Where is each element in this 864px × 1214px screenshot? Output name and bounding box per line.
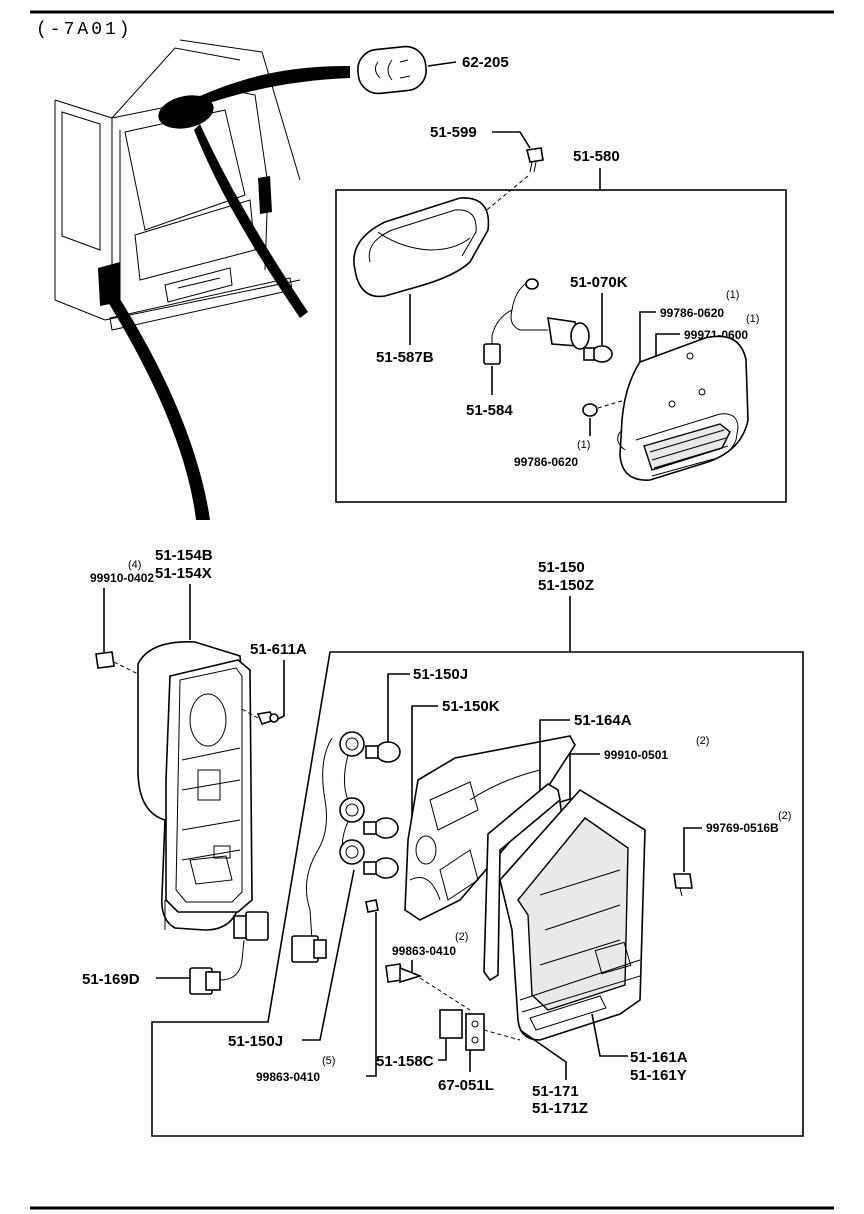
dash-mid-screw <box>419 977 471 1011</box>
lens-cover-51-587B <box>353 197 490 298</box>
label-51-599: 51-599 <box>430 124 477 141</box>
label-51-580: 51-580 <box>573 148 620 165</box>
leader-99863-0410-bottom <box>366 912 377 1077</box>
qty-99786-0620-top: (1) <box>726 289 739 301</box>
clip-99910-0402 <box>95 651 115 669</box>
leader-51-150J-top <box>387 673 410 745</box>
label-67-051L: 67-051L <box>438 1077 494 1094</box>
qty-99769-0516B: (2) <box>778 810 791 822</box>
leader-51-150K <box>411 705 438 816</box>
leader-99971-0600 <box>655 333 680 360</box>
leader-51-150J-bottom <box>302 869 355 1041</box>
qty-99786-0620-bottom: (1) <box>577 439 590 451</box>
leader-51-158C <box>438 1038 447 1061</box>
screw-99769-0516B <box>673 873 693 897</box>
bulb-51-070K <box>583 345 613 363</box>
label-99910-0402: 99910-0402 <box>90 571 154 585</box>
leader-51-611A <box>275 660 285 721</box>
label-99863-0410-mid: 99863-0410 <box>392 944 456 958</box>
qty-99910-0402: (4) <box>128 559 141 571</box>
label-51-070K: 51-070K <box>570 274 628 291</box>
leader-51-164A <box>539 719 570 790</box>
qty-99863-0410-bottom: (5) <box>322 1055 335 1067</box>
label-51-171: 51-171 <box>532 1083 579 1100</box>
bulbs-51-150J-51-150K <box>363 741 401 879</box>
screw-99863-0410-mid <box>385 963 423 984</box>
label-51-150K: 51-150K <box>442 698 500 715</box>
label-51-154X: 51-154X <box>155 565 212 582</box>
label-99786-0620-top: 99786-0620 <box>660 306 724 320</box>
label-51-161A: 51-161A <box>630 1049 688 1066</box>
lens-51-161A <box>499 788 646 1041</box>
dash-bracket <box>483 1029 521 1041</box>
label-62-205: 62-205 <box>462 54 509 71</box>
harness-51-169D <box>189 911 269 995</box>
dash-bottom-screw <box>597 399 626 409</box>
screw-51-599 <box>526 147 544 173</box>
label-51-587B: 51-587B <box>376 349 434 366</box>
label-99786-0620-bottom: 99786-0620 <box>514 455 578 469</box>
lower-assembly-box <box>151 651 804 1137</box>
vehicle-rear-illustration <box>54 39 350 520</box>
leader-62-205 <box>427 61 457 67</box>
leader-51-171 <box>519 1029 567 1080</box>
screw-51-611A <box>256 711 279 725</box>
qty-99910-0501: (2) <box>696 735 709 747</box>
model-code: (-7A01) <box>36 20 133 40</box>
brake-light-housing <box>617 335 749 481</box>
qty-99863-0410-mid: (2) <box>455 931 468 943</box>
label-51-164A: 51-164A <box>574 712 632 729</box>
label-51-154B: 51-154B <box>155 547 213 564</box>
label-51-150J-top: 51-150J <box>413 666 468 683</box>
label-51-161Y: 51-161Y <box>630 1067 687 1084</box>
label-51-158C: 51-158C <box>376 1053 434 1070</box>
sockets-51-150J <box>291 731 365 963</box>
gasket-51-164A <box>483 783 561 982</box>
connector-51-158C <box>439 1009 463 1039</box>
label-51-150Z: 51-150Z <box>538 577 594 594</box>
label-51-171Z: 51-171Z <box>532 1100 588 1117</box>
leader-51-161A <box>591 1013 628 1057</box>
emblem-62-205 <box>357 45 427 95</box>
socket-wire-51-584 <box>483 278 590 365</box>
upper-assembly-box <box>335 189 787 503</box>
qty-99971-0600: (1) <box>746 313 759 325</box>
label-51-611A: 51-611A <box>250 641 307 658</box>
bracket-67-051L <box>465 1013 485 1051</box>
leader-99910-0501 <box>569 753 600 800</box>
leader-99769-0516B <box>683 827 702 872</box>
leader-51-599 <box>492 131 531 149</box>
label-51-169D: 51-169D <box>82 971 140 988</box>
screw-99786-0620-bottom <box>582 403 598 417</box>
label-51-150: 51-150 <box>538 559 585 576</box>
dash-51-611A <box>239 707 259 719</box>
label-51-150J-bottom: 51-150J <box>228 1033 283 1050</box>
housing-51-154B <box>137 641 253 931</box>
label-51-584: 51-584 <box>466 402 513 419</box>
label-99769-0516B: 99769-0516B <box>706 821 779 835</box>
leader-99786-0620-top <box>639 311 656 372</box>
label-99910-0501: 99910-0501 <box>604 748 668 762</box>
screw-99863-0410-small <box>365 899 379 913</box>
label-99863-0410-bottom: 99863-0410 <box>256 1070 320 1084</box>
